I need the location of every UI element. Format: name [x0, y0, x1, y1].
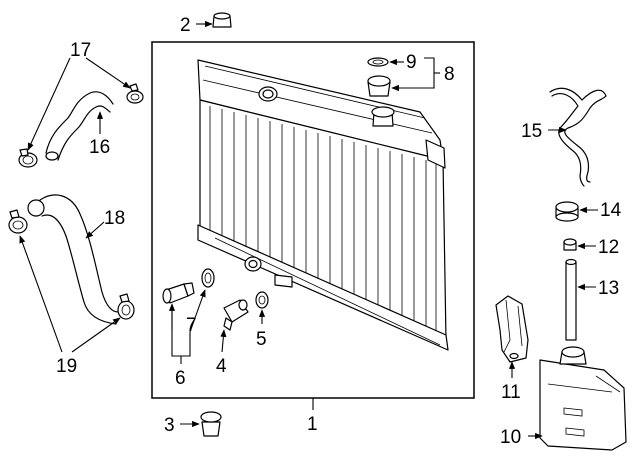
callout-18: 18	[104, 208, 125, 229]
callout-9: 9	[406, 52, 417, 73]
callout-1: 1	[307, 414, 318, 435]
tube-13	[565, 258, 577, 341]
callout-16: 16	[89, 137, 110, 158]
callout-labels: 1 2 3 4 5 6 7 8 9 10 11 12 13 14 15 16 1…	[56, 15, 622, 448]
washer-7	[201, 268, 215, 288]
clamp-19a	[8, 209, 28, 234]
drain-cock-4	[223, 299, 249, 331]
callout-14: 14	[600, 200, 622, 221]
reservoir-10	[539, 346, 627, 451]
lower-hose-18	[27, 194, 119, 325]
grommet-3	[200, 411, 222, 437]
upper-hose-16	[45, 91, 114, 161]
clamp-19b	[117, 293, 135, 320]
callout-7: 7	[186, 315, 197, 336]
callout-10: 10	[500, 427, 521, 448]
callout-13: 13	[598, 278, 619, 299]
radiator-cap-8	[367, 57, 391, 97]
bracket-11	[495, 295, 529, 363]
leader-lines	[19, 20, 598, 440]
callout-6: 6	[175, 368, 186, 389]
callout-2: 2	[180, 15, 191, 36]
radiator	[197, 59, 449, 351]
callout-12: 12	[598, 237, 619, 258]
reservoir-cap-14	[555, 201, 579, 222]
callout-19: 19	[56, 356, 77, 377]
oring-5	[255, 291, 269, 309]
callout-15: 15	[521, 121, 542, 142]
callout-5: 5	[256, 329, 267, 350]
callout-17: 17	[70, 40, 91, 61]
clamp-17b	[18, 148, 38, 168]
grommet-12	[563, 238, 577, 251]
callout-4: 4	[216, 356, 227, 377]
callout-8: 8	[444, 64, 455, 85]
grommet-2	[212, 12, 232, 28]
callout-3: 3	[164, 415, 175, 436]
drain-plug-6	[162, 282, 195, 304]
callout-11: 11	[501, 382, 521, 403]
clamp-17a	[126, 83, 144, 104]
overflow-hose-15	[549, 87, 607, 187]
